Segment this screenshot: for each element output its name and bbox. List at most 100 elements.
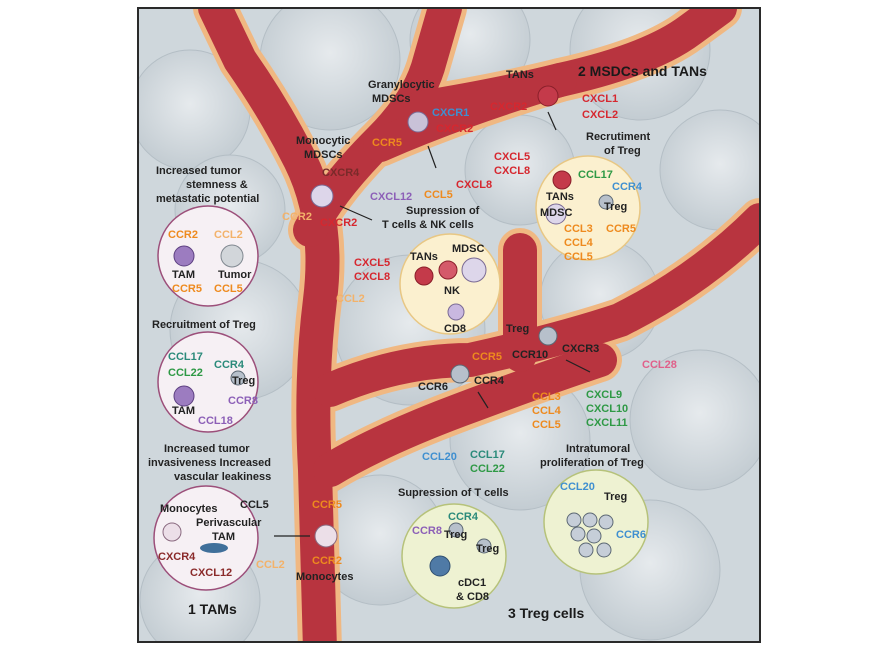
right-title-1: Recrutiment xyxy=(586,131,651,143)
right-label-treg: Treg xyxy=(604,201,627,213)
label-cxcl8-c: CXCL8 xyxy=(354,271,390,283)
tan-cell-top xyxy=(537,85,559,107)
bottom-label-ccl2: CCL2 xyxy=(256,559,285,571)
treg-label-treg: Treg xyxy=(506,323,529,335)
left-top-label-tumor: Tumor xyxy=(218,269,252,281)
label-granulocytic-1: Granylocytic xyxy=(368,79,435,91)
label-cxcr2-b: CXCR2 xyxy=(490,101,527,113)
supp-label-ccr8: CCR8 xyxy=(412,525,442,537)
supp-label-ccr4: CCR4 xyxy=(448,511,479,523)
bottom-label-ccl5: CCL5 xyxy=(240,499,269,511)
center-label-cd8: CD8 xyxy=(444,323,466,335)
treg-label-cxcl10: CXCL10 xyxy=(586,403,628,415)
center-cd8-cell xyxy=(447,303,465,321)
left-top-label-ccl2: CCL2 xyxy=(214,229,243,241)
prolif-label-ccr6: CCR6 xyxy=(616,529,646,541)
right-label-ccl17: CCL17 xyxy=(578,169,613,181)
left-mid-title: Recruitment of Treg xyxy=(152,319,256,331)
label-cxcl5-a: CXCL5 xyxy=(494,151,530,163)
label-cxcr2-c: CXCR2 xyxy=(320,217,357,229)
left-bottom-title-2: invasiveness Increased xyxy=(148,457,271,469)
treg-label-cxcl11: CXCL11 xyxy=(586,417,628,429)
left-top-label-tam: TAM xyxy=(172,269,195,281)
treg-label-cxcr3: CXCR3 xyxy=(562,343,599,355)
label-cxcr4-a: CXCR4 xyxy=(322,167,360,179)
left-mid-label-ccl18: CCL18 xyxy=(198,415,233,427)
center-suppression-circle: TANs MDSC NK CD8 xyxy=(399,233,501,335)
left-bottom-label-tam: TAM xyxy=(212,531,235,543)
left-top-stemness-circle: Increased tumor stemness & metastatic po… xyxy=(156,165,259,307)
arrow-granulocytic xyxy=(427,145,437,169)
left-mid-label-ccl22: CCL22 xyxy=(168,367,203,379)
right-label-ccr4: CCR4 xyxy=(612,181,643,193)
label-cxcl5-b: CXCL5 xyxy=(354,257,390,269)
label-supp-tnk-1: Supression of xyxy=(406,205,480,217)
label-cxcl8-b: CXCL8 xyxy=(494,165,530,177)
bottom-label-ccr5: CCR5 xyxy=(312,499,342,511)
left-bottom-circle-shape xyxy=(153,485,259,591)
left-mid-label-ccr8: CCR8 xyxy=(228,395,258,407)
label-cxcr1: CXCR1 xyxy=(432,107,469,119)
left-mid-circle-shape xyxy=(157,331,259,433)
prolif-label-treg: Treg xyxy=(604,491,627,503)
left-top-title-1: Increased tumor xyxy=(156,165,242,177)
label-cxcr2-a: CXCR2 xyxy=(436,123,473,135)
treg-label-ccr6: CCR6 xyxy=(418,381,448,393)
right-tan-cell xyxy=(552,170,572,190)
left-top-title-3: metastatic potential xyxy=(156,193,259,205)
label-monocytic-2: MDSCs xyxy=(304,149,343,161)
treg-label-ccl20: CCL20 xyxy=(422,451,457,463)
label-ccr5-a: CCR5 xyxy=(372,137,402,149)
label-cxcl1: CXCL1 xyxy=(582,93,618,105)
supp-treg-cell-1 xyxy=(448,522,464,538)
left-top-circle-shape xyxy=(157,205,259,307)
right-label-mdsc: MDSC xyxy=(540,207,572,219)
left-top-label-ccr5: CCR5 xyxy=(172,283,202,295)
center-tan-cell-2 xyxy=(438,260,458,280)
right-label-ccr5: CCR5 xyxy=(606,223,636,235)
center-tan-cell-1 xyxy=(414,266,434,286)
bottom-label-ccr2: CCR2 xyxy=(312,555,342,567)
center-circle-shape xyxy=(399,233,501,335)
treg-label-ccr4: CCR4 xyxy=(474,375,505,387)
left-bottom-monocyte-cell xyxy=(162,522,182,542)
right-title-2: of Treg xyxy=(604,145,641,157)
section-title-msdcs: 2 MSDCs and TANs xyxy=(578,63,707,79)
treg-label-ccl4: CCL4 xyxy=(532,405,562,417)
granulocytic-mdsc-cell xyxy=(407,111,429,133)
right-recruit-treg-circle: Recrutiment of Treg TANs MDSC CCL17 CCR4… xyxy=(535,131,651,263)
left-mid-treg-cell xyxy=(230,370,246,386)
left-mid-recruit-circle: Recruitment of Treg CCL17 CCR4 CCL22 Tre… xyxy=(152,319,259,433)
monocytic-mdsc-cell xyxy=(310,184,334,208)
label-ccl5-a: CCL5 xyxy=(424,189,453,201)
supp-label-cdc1: cDC1 xyxy=(458,577,486,589)
treg-area: Treg CCR10 CXCR3 CCL28 CCR5 CCR6 CCR4 CX… xyxy=(398,323,677,499)
left-top-label-ccr2: CCR2 xyxy=(168,229,198,241)
center-label-tans: TANs xyxy=(410,251,438,263)
right-treg-cell xyxy=(598,194,614,210)
treg-label-intratumoral-2: proliferation of Treg xyxy=(540,457,644,469)
arrow-tans-top xyxy=(547,111,557,131)
left-mid-tam-cell xyxy=(173,385,195,407)
treg-label-ccr5: CCR5 xyxy=(472,351,502,363)
left-bottom-perivascular-tam xyxy=(200,543,228,553)
treg-label-intratumoral-1: Intratumoral xyxy=(566,443,630,455)
treg-arrow-cxcr3 xyxy=(565,359,591,373)
left-mid-label-ccr4: CCR4 xyxy=(214,359,245,371)
right-label-ccl4: CCL4 xyxy=(564,237,594,249)
treg-label-cxcl9: CXCL9 xyxy=(586,389,622,401)
supp-circle-shape xyxy=(401,503,507,609)
center-label-mdsc: MDSC xyxy=(452,243,484,255)
supp-label-treg-1: Treg xyxy=(444,529,467,541)
bottom-vessel-labels: CCL5 CCR5 CCR2 CCL2 Monocytes xyxy=(240,499,353,583)
panel-border xyxy=(137,7,761,643)
treg-cell-top xyxy=(538,326,558,346)
label-cxcl8-a: CXCL8 xyxy=(456,179,492,191)
label-cxcl2: CXCL2 xyxy=(582,109,618,121)
arrow-monocytic xyxy=(339,205,373,221)
left-top-tumor-cell xyxy=(220,244,244,268)
left-bottom-label-monocytes: Monocytes xyxy=(160,503,217,515)
left-mid-label-tam: TAM xyxy=(172,405,195,417)
left-mid-label-ccl17: CCL17 xyxy=(168,351,203,363)
